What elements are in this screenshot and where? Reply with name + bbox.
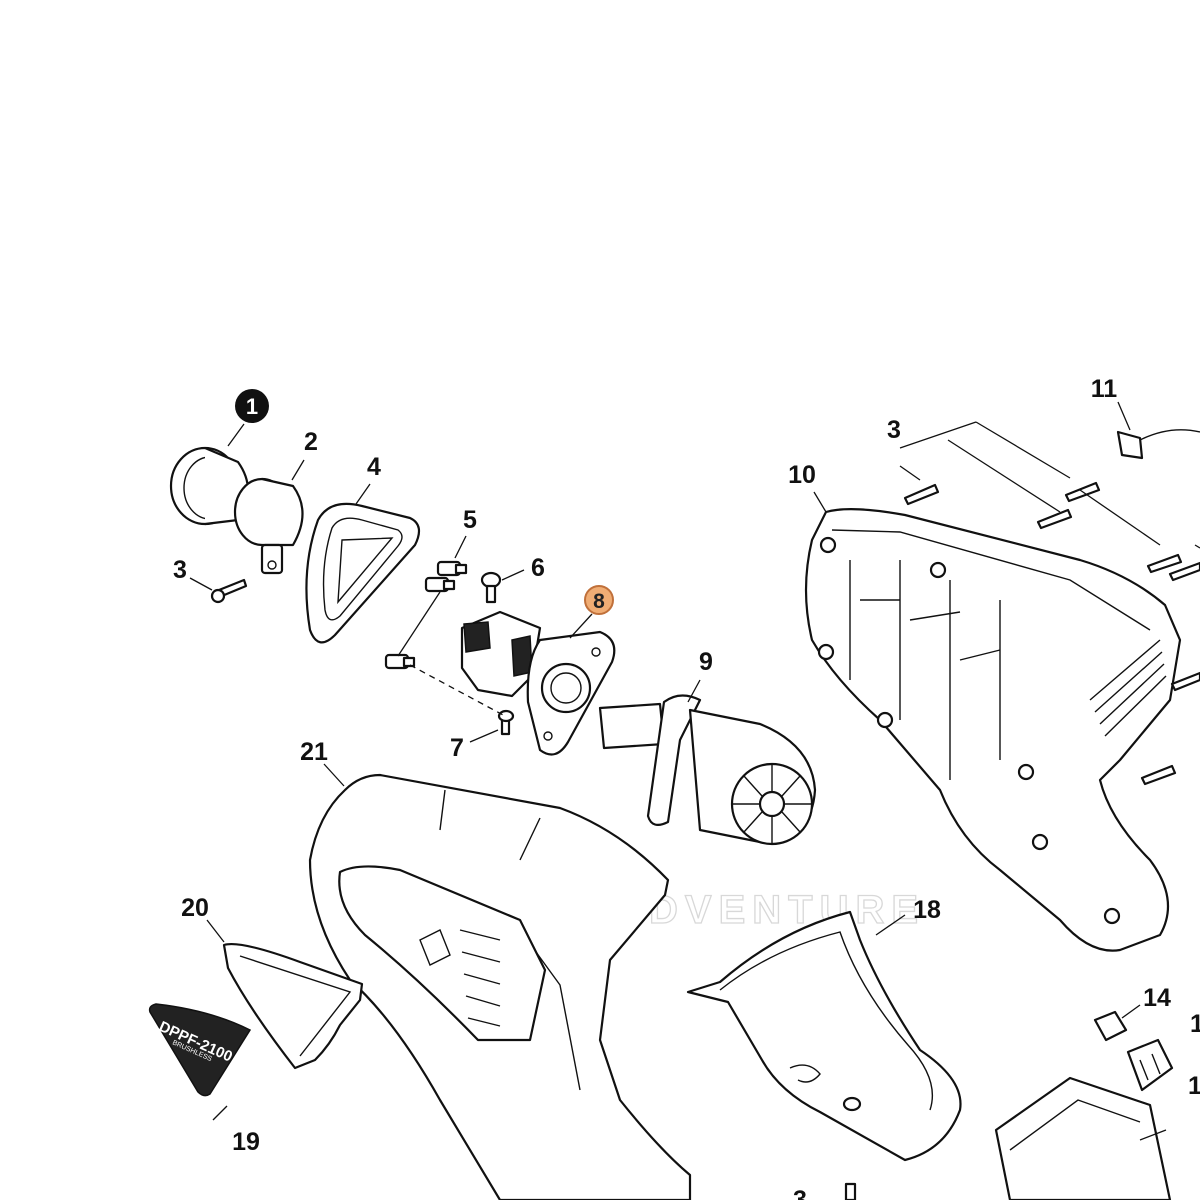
part-3-screw-right-g[interactable] (1140, 764, 1177, 786)
part-5-bolt-a[interactable] (436, 560, 468, 577)
callout-20[interactable]: 20 (181, 894, 209, 922)
svg-text:1: 1 (246, 394, 258, 419)
part-5-bolt-c[interactable] (384, 653, 416, 670)
callout-18[interactable]: 18 (913, 896, 941, 924)
callout-4[interactable]: 4 (367, 453, 381, 481)
part-7-screw[interactable] (497, 709, 515, 736)
part-3-screw-right-e[interactable] (1168, 561, 1200, 582)
callout-1-badge (235, 389, 269, 423)
callout-14[interactable]: 14 (1143, 984, 1171, 1012)
part-20-side-panel[interactable] (222, 943, 364, 1070)
part-18-lower-cover[interactable] (686, 910, 962, 1162)
callout-partial-right[interactable]: 1 (1188, 1072, 1200, 1100)
callout-10[interactable]: 10 (788, 461, 816, 489)
part-5-bolt-b[interactable] (424, 576, 456, 593)
callout-3-top[interactable]: 3 (887, 416, 901, 444)
part-2-clamp-band[interactable] (233, 477, 304, 575)
part-14-connector[interactable] (1093, 1010, 1128, 1042)
callout-19[interactable]: 19 (232, 1128, 260, 1156)
part-controller-box[interactable] (994, 1076, 1172, 1200)
part-3-screw-right-d[interactable] (1146, 553, 1183, 574)
callout-7[interactable]: 7 (450, 734, 464, 762)
part-4-gasket[interactable] (305, 502, 421, 644)
callout-9[interactable]: 9 (699, 648, 713, 676)
part-3-screw-left[interactable] (210, 578, 248, 604)
callout-8-badge (584, 585, 614, 615)
leader-lines (189, 401, 1200, 1141)
callout-2[interactable]: 2 (304, 428, 318, 456)
callout-5[interactable]: 5 (463, 506, 477, 534)
part-8-motor-bracket[interactable] (460, 610, 616, 756)
part-6-screw[interactable] (480, 571, 502, 604)
part-3-screw-right-a[interactable] (903, 483, 940, 506)
callout-8-highlighted[interactable]: 8 (584, 585, 614, 615)
part-10-housing-right[interactable] (804, 508, 1182, 952)
callout-3-left[interactable]: 3 (173, 556, 187, 584)
part-21-main-housing[interactable] (308, 773, 692, 1200)
callout-partial-right-2[interactable]: 1 (1190, 1010, 1200, 1038)
part-9-motor-rotor[interactable] (598, 694, 817, 846)
svg-text:8: 8 (593, 590, 605, 613)
callout-1[interactable]: 1 (235, 389, 269, 423)
callout-11[interactable]: 11 (1091, 375, 1118, 403)
part-switch-block[interactable] (1126, 1038, 1174, 1092)
part-3-screw-right-f[interactable] (1170, 671, 1200, 692)
part-3-screw-bottom[interactable] (844, 1182, 857, 1200)
part-3-screw-right-b[interactable] (1036, 508, 1073, 530)
callout-21[interactable]: 21 (300, 738, 328, 766)
part-19-decal[interactable]: DPPF-2100 BRUSHLESS (148, 1003, 252, 1097)
callout-6[interactable]: 6 (531, 554, 545, 582)
callout-3-bottom[interactable]: 3 (793, 1186, 807, 1200)
part-11-cable-clip[interactable] (1116, 429, 1200, 460)
